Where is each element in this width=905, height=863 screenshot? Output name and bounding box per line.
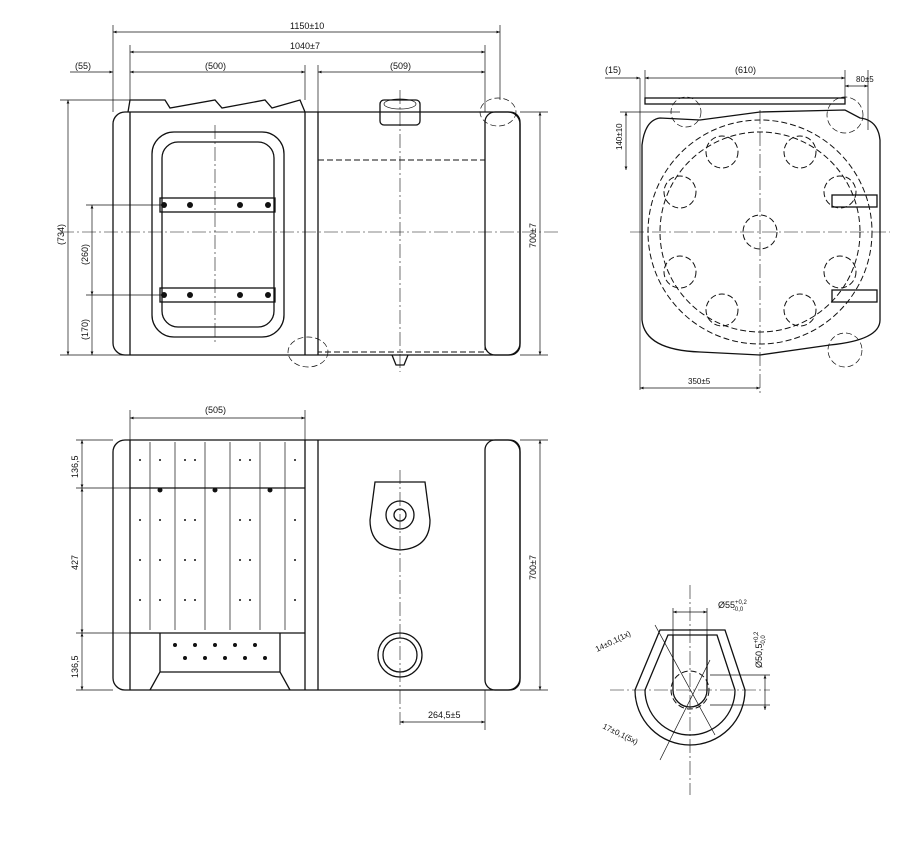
dim-inner-length: 1040±7 [290,41,320,51]
dim-wall-multi: 17±0,1(5x) [601,722,640,747]
inner-tol-lower: -0,0 [761,635,767,646]
dim-overall-height: (734) [56,224,66,245]
dim-side-top-offset: 140±10 [615,123,624,150]
front-view: 1150±10 1040±7 (55) (500) (509) (734) (2… [56,21,560,372]
inner-tol-upper: +0,2 [754,631,760,644]
dim-side-left-offset: (15) [605,65,621,75]
dim-overall-length: 1150±10 [290,21,324,31]
dim-wall-single: 14±0,1(1x) [594,629,633,654]
dim-tank-height: 700±7 [528,223,538,248]
dim-outlet-offset: 264,5±5 [428,710,460,720]
dim-drain-offset: 350±5 [688,377,711,386]
dim-middle: 427 [70,555,80,570]
bore-tol-upper: +0,2 [735,600,748,606]
dim-side-right-offset: 80±5 [856,75,874,84]
dim-bottom-margin: 136,5 [70,655,80,678]
bore-diameter-value: Ø55 [718,600,735,610]
dim-left-offset: (55) [75,61,91,71]
top-view: (505) 136,5 427 136,5 700±7 264,5±5 [70,405,548,730]
perforation-pattern [139,459,296,660]
dim-top-margin: 136,5 [70,455,80,478]
dim-strap-spacing: (260) [80,244,90,265]
bolt-circles [663,135,857,327]
dim-inner-diameter: Ø50,5+0,2-0,0 [754,631,767,668]
inner-diameter-value: Ø50,5 [754,643,764,668]
dim-bracket-span: (500) [205,61,226,71]
dim-lower-strap: (170) [80,319,90,340]
detail-view: Ø55+0,2-0,0 Ø50,5+0,2-0,0 14±0,1(1x) 17±… [594,585,770,795]
dim-side-width: (610) [735,65,756,75]
dim-top-tank-height: 700±7 [528,555,538,580]
bore-tol-lower: -0,0 [733,607,744,613]
side-view: (15) (610) 80±5 140±10 350±5 [605,65,890,395]
dim-top-bracket-span: (505) [205,405,226,415]
dim-right-span: (509) [390,61,411,71]
dim-bore-diameter: Ø55+0,2-0,0 [718,600,748,613]
